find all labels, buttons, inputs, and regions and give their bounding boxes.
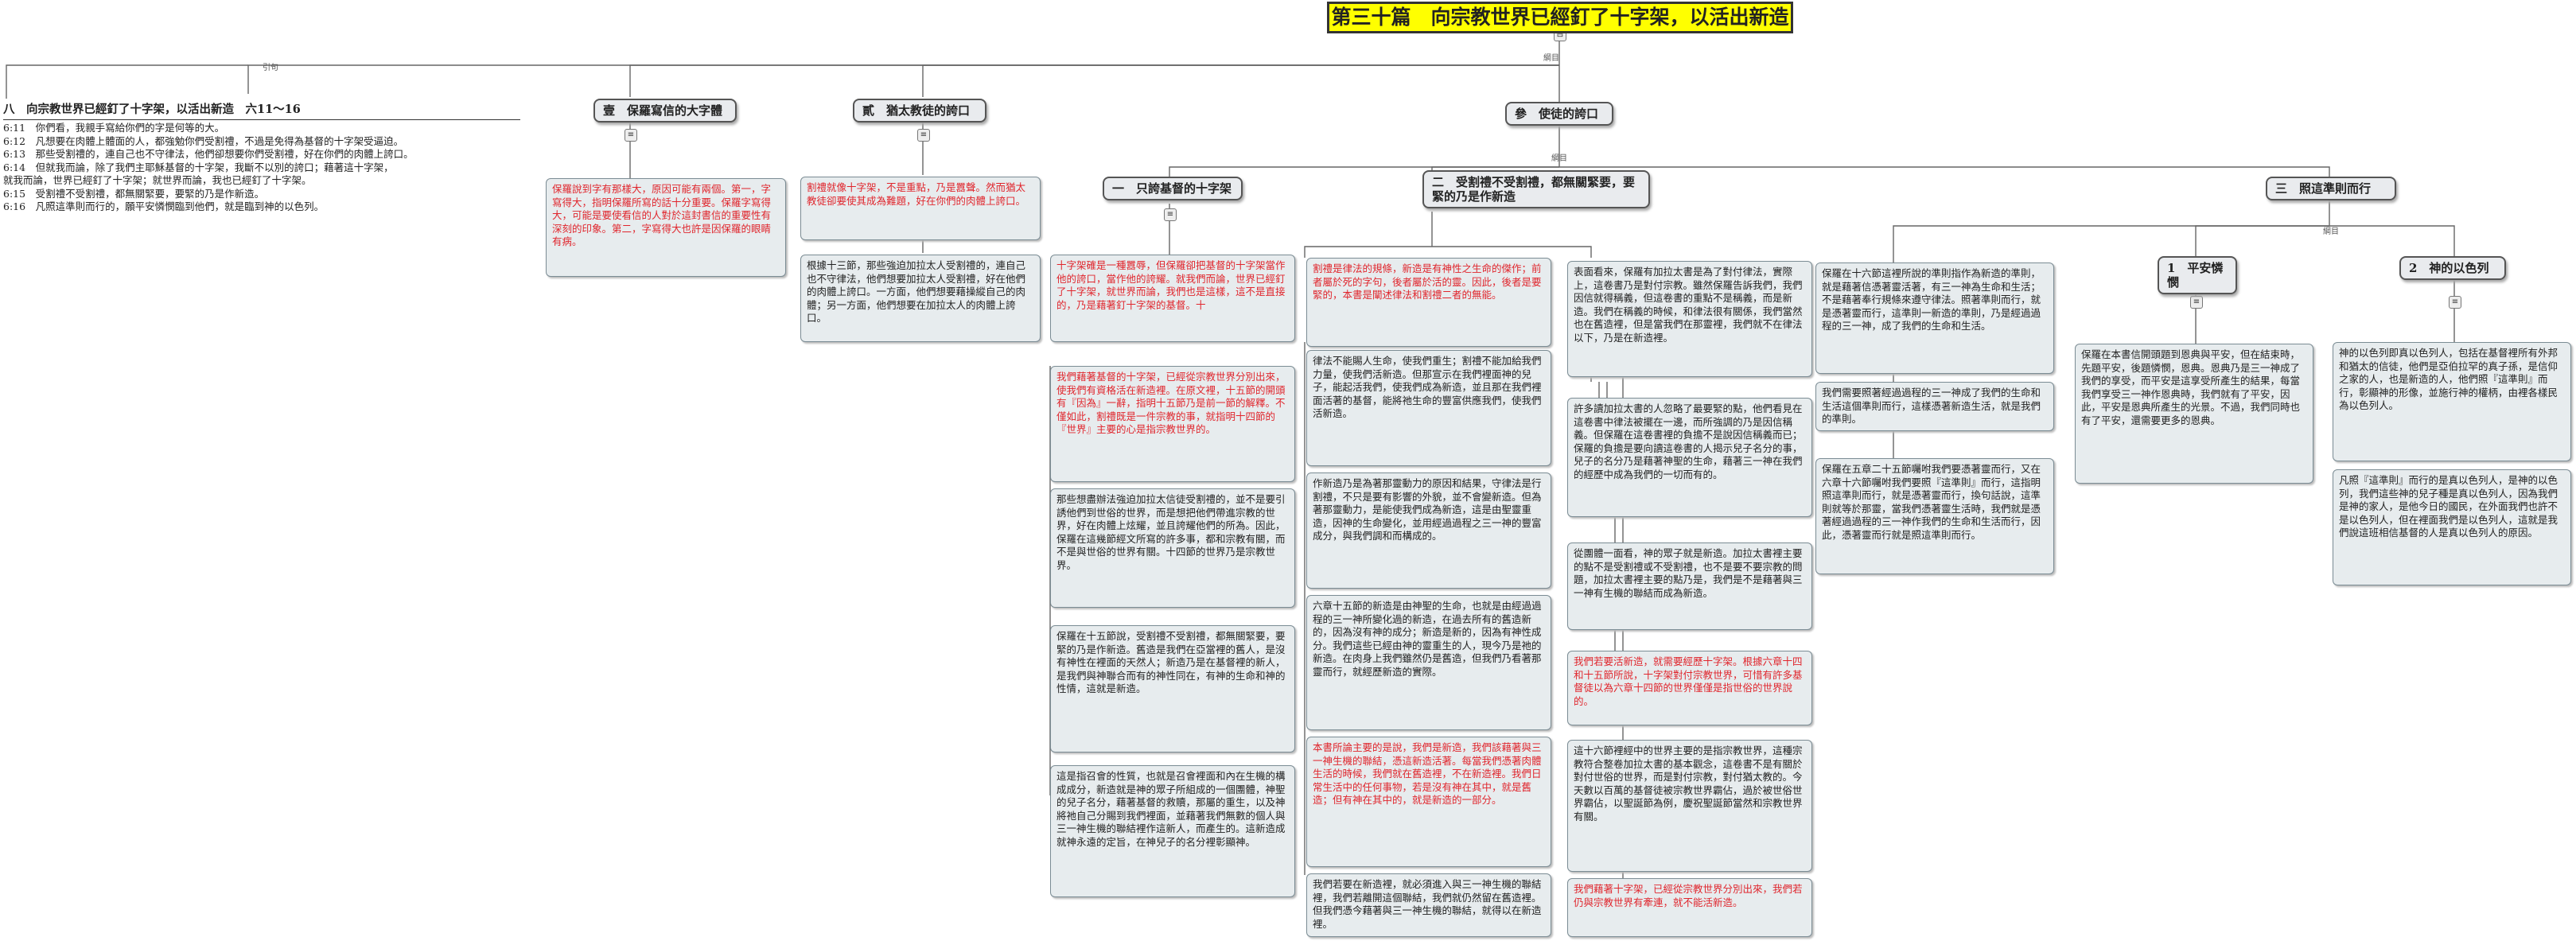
note-box[interactable]: 保羅說到字有那樣大，原因可能有兩個。第一，字寫得大，指明保羅所寫的話十分重要。保… <box>546 178 786 277</box>
verse-line: 6:12 凡想要在肉體上體面的人，都強勉你們受割禮，不過是免得為基督的十字架受逼… <box>3 134 404 147</box>
page-title[interactable]: 第三十篇 向宗教世界已經釘了十字架，以活出新造 <box>1327 2 1793 33</box>
note-box[interactable]: 我們若要活新造，就需要經歷十字架。根據六章十四和十五節所說，十字架對付宗教世界，… <box>1567 651 1812 725</box>
section-heading-3[interactable]: 參 使徒的誇口 <box>1505 102 1613 126</box>
note-box[interactable]: 我們需要照著經過過程的三一神成了我們的生命和生活這個準則而行，這樣憑著新造生活，… <box>1815 382 2054 431</box>
note-box[interactable]: 六章十五節的新造是由神聖的生命，也就是由經過過程的三一神所變化過的新造，在過去所… <box>1306 595 1551 730</box>
section-heading-1[interactable]: 壹 保羅寫信的大字體 <box>593 99 737 122</box>
note-box[interactable]: 作新造乃是為著那靈動力的原因和結果，守律法是行割禮，不只是要有影響的外貌，並不會… <box>1306 472 1551 589</box>
note-box[interactable]: 許多讀加拉太書的人忽略了最要緊的點，他們看見在這卷書中律法被擺在一邊，而所強調的… <box>1567 398 1812 517</box>
note-box[interactable]: 根據十三節，那些強迫加拉太人受割禮的，連自己也不守律法，他們想要加拉太人受割禮，… <box>800 255 1041 342</box>
note-icon: ≡ <box>1164 208 1177 221</box>
note-box[interactable]: 這是指召會的性質，也就是召會裡面和內在生機的構成成分，新造就是神的眾子所組成的一… <box>1050 765 1295 897</box>
note-box[interactable]: 這十六節裡經中的世界主要的是指宗教世界，這種宗教符合整卷加拉太書的基本觀念，這卷… <box>1567 740 1812 872</box>
note-box[interactable]: 凡照『這準則』而行的是真以色列人，是神的以色列，我們這些神的兒子種是真以色列人，… <box>2333 469 2571 585</box>
verse-line: 6:15 受割禮不受割禮，都無關緊要，要緊的乃是作新造。 <box>3 187 265 200</box>
note-box[interactable]: 保羅在十六節這裡所說的準則指作為新造的準則，就是藉著信憑著靈活著，有三一神為生命… <box>1815 262 2054 374</box>
note-box[interactable]: 那些想盡辦法強迫加拉太信徒受割禮的，並不是要引誘他們到世俗的世界，而是想把他們帶… <box>1050 488 1295 608</box>
note-box[interactable]: 保羅在本書信開頭題到恩典與平安，但在結束時，先題平安，後題憐憫，恩典。恩典乃是三… <box>2075 344 2313 484</box>
verses-heading[interactable]: 八 向宗教世界已經釘了十字架，以活出新造 六11～16 <box>3 102 520 120</box>
note-box[interactable]: 律法不能賜人生命，使我們重生；割禮不能加給我們力量，使我們活新造。但那宣示在我們… <box>1306 350 1551 466</box>
subheading-3[interactable]: 三 照這準則而行 <box>2266 177 2396 200</box>
relation-label-outline: 綱目 <box>1551 154 1567 163</box>
note-box[interactable]: 割禮是律法的規條，新造是有神性之生命的傑作；前者屬於死的字句，後者屬於活的靈。因… <box>1306 258 1551 347</box>
subheading-peace[interactable]: 1 平安憐憫 <box>2158 256 2237 294</box>
subheading-1[interactable]: 一 只誇基督的十字架 <box>1103 177 1243 200</box>
note-icon: ≡ <box>2449 296 2461 309</box>
verse-line: 6:13 那些受割禮的，連自己也不守律法，他們卻想要你們受割禮，好在你們的肉體上… <box>3 148 414 160</box>
note-box[interactable]: 我們藉著十字架，已經從宗教世界分別出來，我們若仍與宗教世界有牽連，就不能活新造。 <box>1567 878 1812 937</box>
verse-line: 6:11 你們看，我親手寫給你們的字是何等的大。 <box>3 122 225 134</box>
note-box[interactable]: 從團體一面看，神的眾子就是新造。加拉太書裡主要的點不是受割禮或不受割禮，也不是要… <box>1567 542 1812 630</box>
section-heading-2[interactable]: 貳 猶太教徒的誇口 <box>853 99 986 122</box>
subheading-2[interactable]: 二 受割禮不受割禮，都無關緊要，要緊的乃是作新造 <box>1422 170 1650 208</box>
note-icon: ≡ <box>2190 296 2203 309</box>
verse-line: 6:14 但就我而論，除了我們主耶穌基督的十字架，我斷不以別的誇口；藉著這十字架… <box>3 161 394 173</box>
note-box[interactable]: 保羅在五章二十五節囑咐我們要憑著靈而行，又在六章十六節囑咐我們要照『這準則』而行… <box>1815 458 2054 574</box>
note-box[interactable]: 割禮就像十字架，不是重點，乃是囂聲。然而猶太教徒卻要使其成為難題，好在你們的肉體… <box>800 177 1041 240</box>
subheading-israel[interactable]: 2 神的以色列 <box>2399 256 2506 280</box>
note-icon: ≡ <box>917 129 930 142</box>
note-box[interactable]: 保羅在十五節說，受割禮不受割禮，都無關緊要，要緊的乃是作新造。舊造是我們在亞當裡… <box>1050 625 1295 752</box>
note-box[interactable]: 表面看來，保羅有加拉太書是為了對付律法，實際上，這卷書乃是對付宗教。雖然保羅告訴… <box>1567 261 1812 377</box>
verses-block: 八 向宗教世界已經釘了十字架，以活出新造 六11～16 6:11 你們看，我親手… <box>3 102 520 214</box>
relation-label-outline: 綱目 <box>2323 228 2339 236</box>
verse-line: 就我而論，世界已經釘了十字架；就世界而論，我也已經釘了十字架。 <box>3 174 312 186</box>
note-box[interactable]: 十字架確是一種囂辱，但保羅卻把基督的十字架當作他的誇口，當作他的誇耀。就我們而論… <box>1050 255 1295 342</box>
note-box[interactable]: 我們若要在新造裡，就必須進入與三一神生機的聯結裡，我們若離開這個聯結，我們就仍然… <box>1306 873 1551 937</box>
note-icon: ≡ <box>625 129 637 142</box>
note-box[interactable]: 我們藉著基督的十字架，已經從宗教世界分別出來，使我們有資格活在新造裡。在原文裡，… <box>1050 366 1295 482</box>
verse-line: 6:16 凡照這準則而行的，願平安憐憫臨到他們，就是臨到神的以色列。 <box>3 200 325 212</box>
relation-label-quote: 引句 <box>263 64 278 72</box>
relation-label-outline: 綱目 <box>1543 54 1559 63</box>
note-box[interactable]: 本書所論主要的是說，我們是新造，我們該藉著與三一神生機的聯結，憑這新造活著。每當… <box>1306 737 1551 867</box>
note-box[interactable]: 神的以色列即真以色列人，包括在基督裡所有外邦和猶太的信徒，他們是亞伯拉罕的真子孫… <box>2333 342 2571 461</box>
